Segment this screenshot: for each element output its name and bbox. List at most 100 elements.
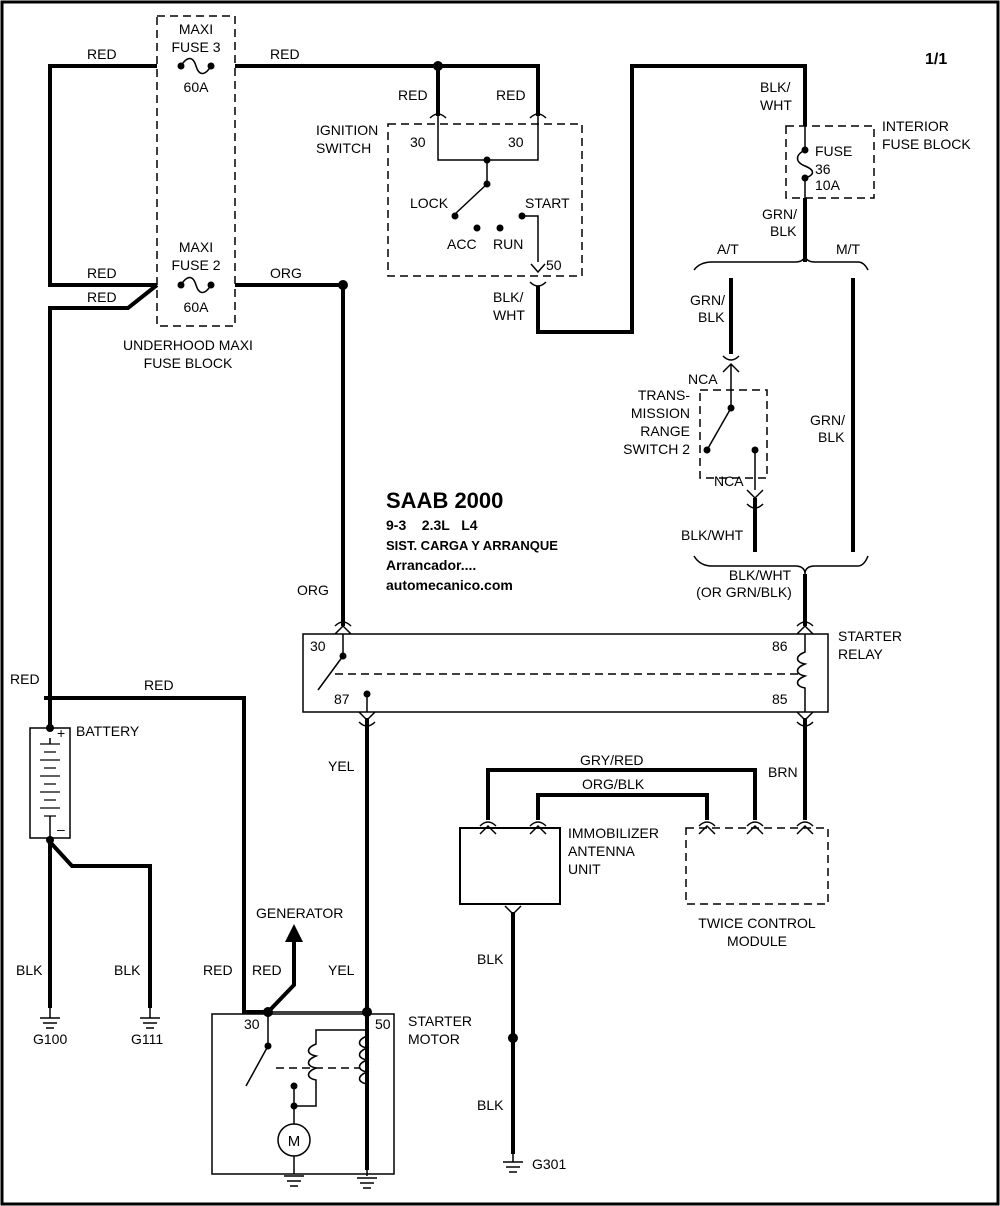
- starter-pull-in-coil: [358, 1012, 370, 1170]
- ignition-pin-30a: 30: [410, 134, 426, 150]
- ignition-pos-start: START: [525, 195, 570, 211]
- branch-bracket-bottom: [693, 555, 869, 575]
- branch-bracket-top: [693, 253, 869, 271]
- label-blk-2: BLK: [114, 962, 141, 978]
- ignition-switch-outline: [387, 123, 583, 277]
- title-sub: Arrancador....: [386, 557, 476, 573]
- twice-outline: [685, 827, 829, 905]
- relay-pin-87: 87: [334, 691, 350, 707]
- fuse-block-name-1: UNDERHOOD MAXI: [123, 337, 253, 353]
- immobilizer-name-1: IMMOBILIZER: [568, 825, 659, 841]
- fuse-36-rating: 10A: [815, 177, 841, 193]
- battery-pos: +: [57, 725, 65, 741]
- immobilizer-antenna-unit: IMMOBILIZER ANTENNA UNIT: [459, 821, 659, 916]
- battery: BATTERY + –: [29, 723, 140, 844]
- label-org-2: ORG: [297, 582, 329, 598]
- label-grn-blk-1a: GRN/: [762, 206, 797, 222]
- grounds: G100 G111 G301: [33, 1008, 566, 1173]
- generator-arrow-icon: [285, 924, 303, 942]
- branch-mt: M/T: [836, 241, 861, 257]
- ignition-pin-30b: 30: [508, 134, 524, 150]
- solenoid-ground-icon: [357, 1170, 377, 1189]
- label-grn-blk-3a: GRN/: [810, 412, 845, 428]
- maxi-fuse-2-symbol: [180, 276, 212, 294]
- trans-switch-blade: [706, 407, 732, 451]
- twice-name-2: MODULE: [727, 933, 787, 949]
- fuse2-terminal-right: [207, 281, 215, 289]
- wire-blk-wht-ignition-to-fuse: [536, 64, 807, 334]
- battery-pos-terminal: [46, 724, 54, 732]
- label-red-8: RED: [144, 677, 174, 693]
- fuse-block-name-2: FUSE BLOCK: [144, 355, 233, 371]
- twice-name-1: TWICE CONTROL: [698, 915, 816, 931]
- title-main: SAAB 2000: [386, 488, 503, 513]
- relay-contact-blade: [317, 655, 344, 691]
- twice-connector-2: [746, 821, 764, 835]
- wire-red-battery-starter: [44, 696, 268, 1014]
- wire-red-ignition-30b: [438, 64, 540, 116]
- label-red-4: RED: [87, 289, 117, 305]
- label-blk-4: BLK: [477, 1097, 504, 1113]
- wire-gry-red: [486, 768, 757, 820]
- title-site: automecanico.com: [386, 577, 513, 593]
- label-red-6: RED: [496, 87, 526, 103]
- splice-blk: [508, 1033, 518, 1043]
- label-org-1: ORG: [270, 265, 302, 281]
- immobilizer-connector-3: [504, 905, 522, 916]
- ignition-switch-name-1: IGNITION: [316, 122, 378, 138]
- trans-name-2: MISSION: [631, 405, 690, 421]
- twice-connector-1: [698, 821, 716, 835]
- maxi-fuse-3-label-1: MAXI: [179, 21, 213, 37]
- starter-motor-name-1: STARTER: [408, 1013, 472, 1029]
- starter-relay-outline: [302, 633, 829, 713]
- maxi-fuse-3-label-2: FUSE 3: [171, 39, 220, 55]
- relay-pin-85: 85: [772, 691, 788, 707]
- ignition-bus-node: [483, 156, 491, 164]
- twice-connector-3: [796, 821, 814, 835]
- interior-fuse-block: INTERIOR FUSE BLOCK FUSE 36 10A: [785, 118, 971, 199]
- starter-motor-outline: [211, 1013, 395, 1175]
- battery-name: BATTERY: [76, 723, 140, 739]
- label-blk-wht-or-1: BLK/WHT: [729, 567, 792, 583]
- ignition-pos-lock: LOCK: [410, 195, 449, 211]
- relay-connector-30: [334, 621, 352, 635]
- fuse2-terminal-left: [177, 281, 185, 289]
- trans-name-4: SWITCH 2: [623, 441, 690, 457]
- label-red-3: RED: [87, 265, 117, 281]
- starter-relay: STARTER RELAY 30 87 86 85: [302, 621, 902, 727]
- interior-fuse-name-2: FUSE BLOCK: [882, 136, 971, 152]
- maxi-fuse-2-rating: 60A: [184, 299, 210, 315]
- ignition-pos-run: RUN: [493, 236, 523, 252]
- ignition-contact-acc: [473, 224, 481, 232]
- ignition-switch-name-2: SWITCH: [316, 140, 371, 156]
- trans-switch-outline: [699, 389, 768, 479]
- immobilizer-name-3: UNIT: [568, 861, 601, 877]
- ground-g301-label: G301: [532, 1156, 566, 1172]
- interior-fuse-name-1: INTERIOR: [882, 118, 949, 134]
- trans-pin-top: NCA: [688, 371, 718, 387]
- ground-g100: G100: [33, 1008, 67, 1047]
- twice-control-module: TWICE CONTROL MODULE: [685, 821, 829, 949]
- label-blk-wht-2a: BLK/: [760, 79, 790, 95]
- label-red-10: RED: [252, 962, 282, 978]
- motor-ground-icon: [284, 1156, 304, 1187]
- ignition-contact-lock: [451, 212, 459, 220]
- label-grn-blk-3b: BLK: [818, 429, 845, 445]
- maxi-fuse-2-label-2: FUSE 2: [171, 257, 220, 273]
- label-yel-1: YEL: [328, 758, 355, 774]
- label-red-7: RED: [10, 671, 40, 687]
- relay-connector-87: [358, 711, 376, 727]
- wire-red-fuse-bus: [48, 64, 157, 287]
- maxi-fuse-2-label-1: MAXI: [179, 239, 213, 255]
- ground-symbol-icon: [140, 1008, 160, 1029]
- trans-name-3: RANGE: [640, 423, 690, 439]
- fuse3-terminal-left: [177, 62, 185, 70]
- fuse-36-number: 36: [815, 161, 831, 177]
- ground-g100-label: G100: [33, 1031, 67, 1047]
- ground-g301: G301: [503, 1154, 566, 1173]
- ignition-connector-50: [529, 263, 547, 287]
- trans-contact-left: [703, 446, 711, 454]
- label-blk-wht-1b: WHT: [493, 307, 525, 323]
- label-grn-blk-2b: BLK: [698, 309, 725, 325]
